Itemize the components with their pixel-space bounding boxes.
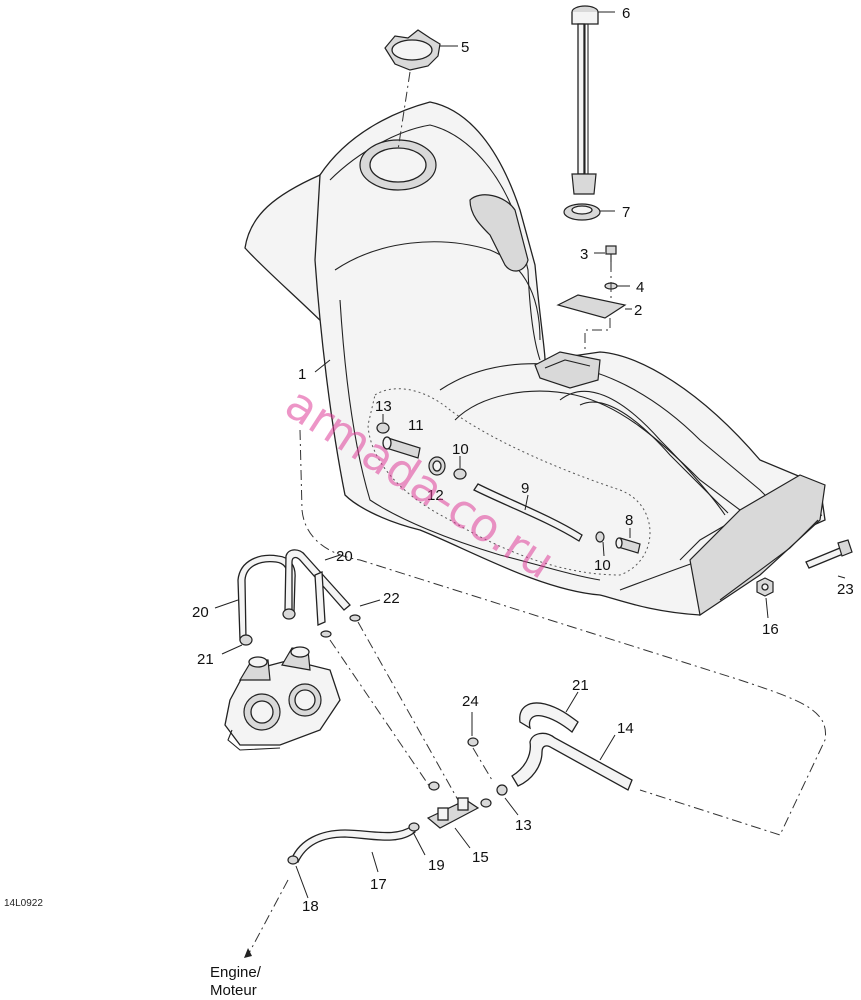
fuel-tank-body (244, 101, 826, 617)
callout-13-lower: 13 (515, 817, 532, 834)
callout-19: 19 (428, 857, 445, 874)
vent-hose-20c (314, 571, 326, 626)
dash-24 (472, 747, 493, 781)
callout-24: 24 (462, 693, 479, 710)
clamp-24 (467, 737, 479, 747)
valve-15 (426, 781, 492, 829)
clamp-10-upper (453, 468, 467, 480)
dash-to-engine (247, 879, 289, 956)
callout-20-right: 20 (336, 548, 353, 565)
seal-12 (428, 456, 446, 476)
grommet (563, 203, 601, 221)
callout-10-upper: 10 (452, 441, 469, 458)
callout-10-lower: 10 (594, 557, 611, 574)
figure-code: 14L0922 (4, 898, 43, 909)
callout-6: 6 (622, 5, 630, 22)
clamp-10-lower (595, 531, 605, 543)
callout-20-left: 20 (192, 604, 209, 621)
fitting-8 (615, 537, 641, 554)
fuel-hose-9 (473, 483, 583, 542)
callout-13-upper: 13 (375, 398, 392, 415)
leader-lines (214, 11, 846, 899)
bolt-23 (805, 539, 853, 569)
callout-23: 23 (837, 581, 854, 598)
hose-14 (511, 732, 633, 791)
callout-14: 14 (617, 720, 634, 737)
engine-label-line1: Engine/ (210, 964, 262, 981)
callout-17: 17 (370, 876, 387, 893)
callout-8: 8 (625, 512, 633, 529)
callout-21-left: 21 (197, 651, 214, 668)
cap-dash-line (397, 71, 411, 151)
clamp-19 (408, 822, 420, 832)
dash-carb-to-valve-2 (357, 621, 459, 801)
callout-3: 3 (580, 246, 588, 263)
callout-22: 22 (383, 590, 400, 607)
clamp-18 (287, 855, 299, 865)
connector-22 (349, 614, 361, 622)
engine-arrow-icon (244, 948, 252, 958)
connector-left (320, 630, 332, 638)
fuel-pump-zone-outline (367, 388, 651, 576)
engine-label-line2: Moteur (210, 982, 257, 999)
cover-plate (556, 294, 627, 319)
callout-9: 9 (521, 480, 529, 497)
callout-4: 4 (636, 279, 644, 296)
clamp-21-left (239, 634, 253, 646)
callout-11: 11 (408, 417, 424, 434)
callout-5: 5 (461, 39, 469, 56)
callout-15: 15 (472, 849, 489, 866)
hose-17 (291, 825, 416, 863)
callout-16: 16 (762, 621, 779, 638)
fuel-fitting-11 (382, 436, 421, 459)
clamp-13-lower (496, 784, 508, 796)
carburetor-assembly (224, 646, 341, 751)
plate-dash-line (584, 318, 611, 350)
callout-1: 1 (298, 366, 306, 383)
clamp-21-right (282, 608, 296, 620)
callout-2: 2 (634, 302, 642, 319)
vent-hose-20b (284, 549, 351, 611)
nut-16 (756, 577, 774, 597)
dash-tank-loop (299, 429, 827, 836)
callout-7: 7 (622, 204, 630, 221)
callout-18: 18 (302, 898, 319, 915)
fuel-gauge-sender (571, 5, 599, 195)
callout-labels: 5 6 7 3 4 2 1 13 11 10 12 9 8 10 23 16 2… (192, 5, 854, 915)
clamp-13-upper (376, 422, 390, 434)
callout-21-right: 21 (572, 677, 589, 694)
fuel-cap (384, 29, 441, 71)
callout-12: 12 (427, 487, 444, 504)
hose-21-elbow (519, 702, 579, 733)
